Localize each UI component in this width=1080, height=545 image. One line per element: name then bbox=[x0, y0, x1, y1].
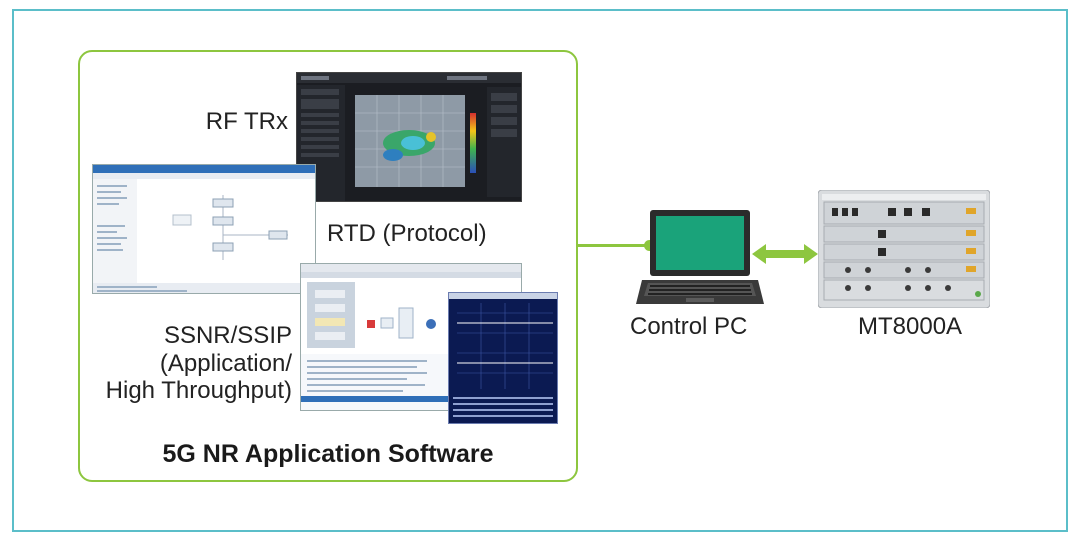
control-pc-label: Control PC bbox=[630, 313, 748, 340]
connector-line bbox=[578, 244, 650, 247]
laptop-icon bbox=[636, 208, 764, 310]
rf-trx-label: RF TRx bbox=[205, 108, 288, 135]
mt8000a-label: MT8000A bbox=[858, 313, 963, 340]
rtd-protocol-screenshot bbox=[92, 164, 316, 294]
outer-frame bbox=[12, 9, 1068, 532]
connector-dot bbox=[644, 240, 655, 251]
ssnr-ssip-line-1: SSNR/SSIP bbox=[163, 322, 292, 349]
ssnr-ssip-line-3: High Throughput) bbox=[105, 377, 292, 405]
throughput-graph-screenshot bbox=[448, 292, 558, 424]
group-title: 5G NR Application Software bbox=[162, 440, 494, 468]
bidirectional-arrow-icon bbox=[752, 242, 818, 266]
rf-trx-screenshot bbox=[296, 72, 522, 202]
rtd-protocol-label: RTD (Protocol) bbox=[327, 220, 487, 247]
instrument-icon bbox=[817, 189, 991, 309]
ssnr-ssip-line-2: (Application/ bbox=[159, 349, 292, 377]
ssnr-ssip-label: SSNR/SSIP (Application/ High Throughput) bbox=[106, 322, 292, 405]
